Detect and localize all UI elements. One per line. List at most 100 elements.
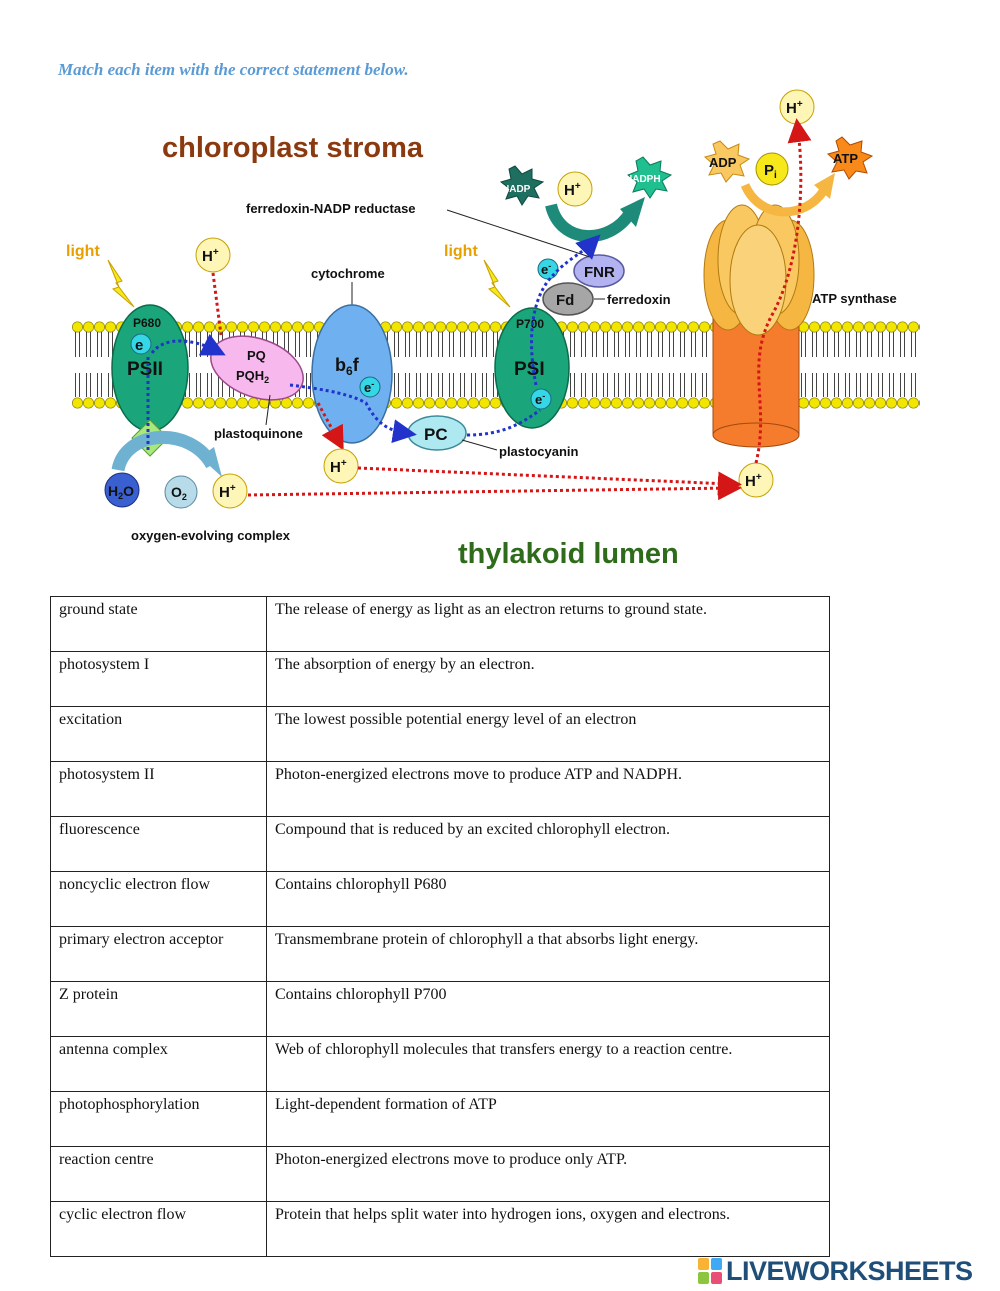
light-label-2: light [444,243,478,260]
term-cell: photophosphorylation [50,1091,267,1147]
pqh2-label: PQH [236,368,264,383]
svg-text:H+: H+ [745,472,762,490]
brand-icon [698,1258,722,1284]
h-sup: + [213,247,219,258]
photosynthesis-diagram: chloroplast stroma thylakoid lumen light… [66,89,920,570]
h-plus: H [786,100,797,117]
statement-cell: Contains chlorophyll P680 [266,871,830,927]
o2-icon [164,475,198,509]
pqh2-sub: 2 [264,375,269,385]
statement-cell: Compound that is reduced by an excited c… [266,816,830,872]
stroma-label: chloroplast stroma [162,132,424,164]
pi-sub: i [774,170,777,181]
pc-label: PC [424,425,448,444]
proton-path [754,118,812,464]
psii-label: PSII [127,359,163,380]
nadp-star [499,165,545,206]
h-plus: H [564,182,575,199]
statement-cell: Web of chlorophyll molecules that transf… [266,1036,830,1092]
instruction-text: Match each item with the correct stateme… [58,60,409,79]
proton-path [211,272,223,336]
term-cell: photosystem II [50,761,267,817]
plastoquinone-label: plastoquinone [214,426,303,441]
term-cell: antenna complex [50,1036,267,1092]
h-sup: + [756,472,762,483]
electron-path [150,333,226,356]
electron-label: e [535,392,542,407]
svg-text:b6f: b6f [335,355,360,378]
electron-label: e [135,337,143,354]
term-cell: excitation [50,706,267,762]
statement-cell: Photon-energized electrons move to produ… [266,761,830,817]
h-sup: + [230,483,236,494]
svg-text:H2O: H2O [108,483,134,501]
electron-sup: - [548,261,551,271]
liveworksheets-logo: LIVEWORKSHEETS [698,1254,973,1288]
plastocyanin-label: plastocyanin [499,444,579,459]
svg-text:O2: O2 [171,484,187,502]
h2o-sub: 2 [118,491,123,501]
proton-path [357,466,742,496]
electron-sup: - [542,391,545,401]
electron-sup: - [371,379,374,389]
brand-text: LIVEWORKSHEETS [726,1255,973,1286]
electron-path [289,383,417,444]
proton-icon [323,448,359,484]
electron-path [466,408,541,437]
statement-cell: Protein that helps split water into hydr… [266,1201,830,1257]
svg-text:H+: H+ [219,483,236,501]
statement-cell: The absorption of energy by an electron. [266,651,830,707]
h-plus: H [745,473,756,490]
svg-text:H+: H+ [786,99,803,117]
term-cell: cyclic electron flow [50,1201,267,1257]
electron-icon [130,333,152,355]
electron-icon [359,376,381,398]
pq-label: PQ [247,348,266,363]
atp-synthase-label: ATP synthase [812,291,897,306]
b6f-b: b [335,355,346,375]
statement-cell: Light-dependent formation of ATP [266,1091,830,1147]
h-sup: + [797,99,803,110]
adp-star [703,140,751,183]
proton-icon [557,171,593,207]
lumen-label: thylakoid lumen [458,538,679,570]
b6f-f: f [353,355,360,375]
term-cell: Z protein [50,981,267,1037]
ferredoxin-label: ferredoxin [607,292,671,307]
svg-text:e-: e- [541,261,551,277]
fd-protein [542,282,594,316]
atp-label: ATP [833,151,858,166]
statement-cell: The release of energy as light as an ele… [266,596,830,652]
b6f-sub: 6 [346,364,353,378]
nadph-star [627,156,673,199]
o2-sub: 2 [182,492,187,502]
term-cell: reaction centre [50,1146,267,1202]
term-cell: photosystem I [50,651,267,707]
h2o-h: H [108,483,118,499]
svg-text:H+: H+ [564,181,581,199]
statement-cell: Contains chlorophyll P700 [266,981,830,1037]
lightning-icon [107,259,135,308]
term-cell: noncyclic electron flow [50,871,267,927]
svg-text:e-: e- [364,379,374,395]
term-cell: primary electron acceptor [50,926,267,982]
h-plus: H [202,248,213,265]
svg-text:PQH2: PQH2 [236,368,269,385]
svg-text:H+: H+ [202,247,219,265]
h2o-o: O [123,483,134,499]
statement-cell: The lowest possible potential energy lev… [266,706,830,762]
nadp-reduction-arrow [545,203,636,242]
water-split-arrow [111,430,218,472]
atp-formation-arrow [740,182,828,217]
proton-path [316,402,344,451]
lightning-icon [483,259,511,308]
svg-text:H+: H+ [330,458,347,476]
